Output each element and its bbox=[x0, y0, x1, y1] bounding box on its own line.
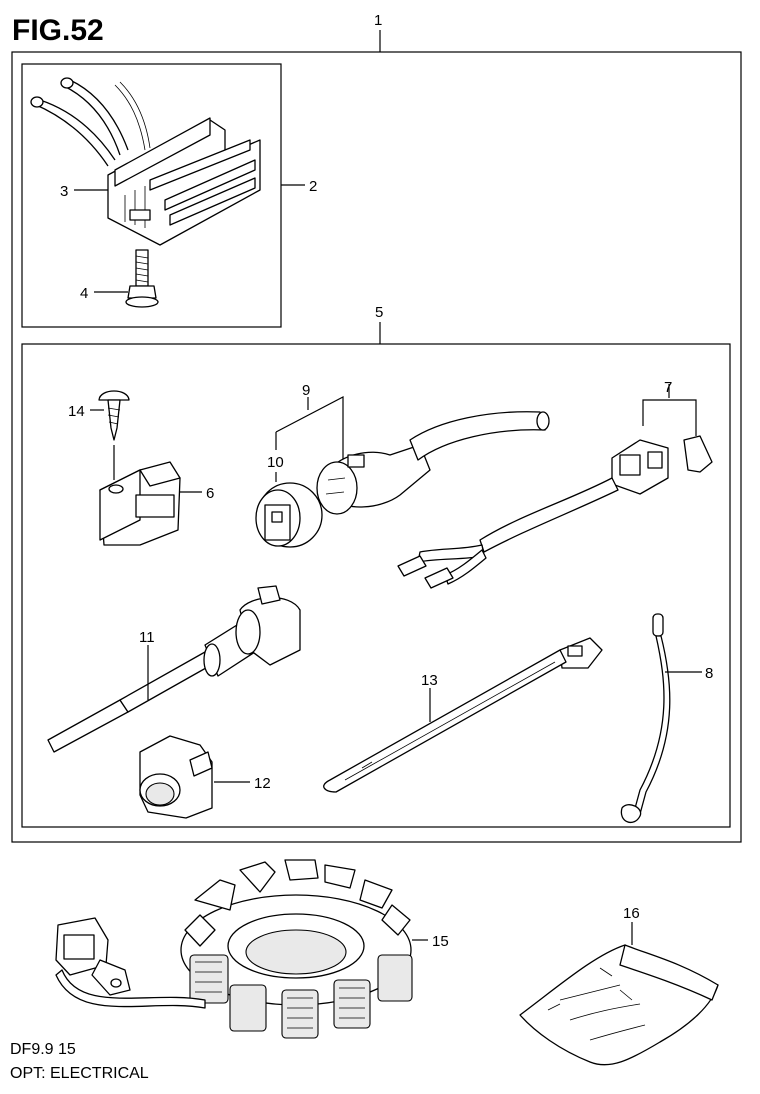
regulator-subframe bbox=[21, 63, 282, 328]
category-label: OPT: ELECTRICAL bbox=[10, 1065, 149, 1082]
connector-part-10 bbox=[255, 482, 323, 548]
callout-4: 4 bbox=[80, 285, 88, 302]
callout-15: 15 bbox=[432, 933, 449, 950]
leader-7-branch bbox=[642, 399, 697, 436]
callout-11: 11 bbox=[139, 629, 155, 646]
stator-part-15 bbox=[55, 859, 413, 1039]
assembly-frame-1 bbox=[11, 51, 742, 843]
callout-8: 8 bbox=[705, 665, 713, 682]
harness-part-7 bbox=[397, 435, 713, 589]
wire-part-11 bbox=[47, 585, 301, 753]
figure-title: FIG.52 bbox=[12, 14, 104, 47]
bag-part-16 bbox=[519, 944, 719, 1066]
screw-part-14 bbox=[98, 390, 130, 441]
callout-2: 2 bbox=[309, 178, 317, 195]
connector-part-9 bbox=[316, 411, 550, 515]
callout-12: 12 bbox=[254, 775, 271, 792]
callout-3: 3 bbox=[60, 183, 68, 200]
harness-subframe-5 bbox=[21, 343, 731, 828]
grommet-part-12 bbox=[139, 735, 213, 819]
leader-9-branch bbox=[275, 396, 344, 460]
callout-1: 1 bbox=[374, 12, 382, 29]
callout-16: 16 bbox=[623, 905, 640, 922]
cable-tie-part-13 bbox=[323, 637, 603, 793]
clamp-part-6 bbox=[99, 461, 181, 546]
callout-7: 7 bbox=[664, 379, 672, 396]
callout-6: 6 bbox=[206, 485, 214, 502]
bolt-part-4 bbox=[125, 249, 159, 308]
regulator-part bbox=[30, 77, 261, 246]
model-label: DF9.9 15 bbox=[10, 1041, 76, 1058]
callout-9: 9 bbox=[302, 382, 310, 399]
callout-5: 5 bbox=[375, 304, 383, 321]
callout-14: 14 bbox=[68, 403, 85, 420]
callout-13: 13 bbox=[421, 672, 438, 689]
ground-wire-part-8 bbox=[620, 613, 671, 824]
callout-10: 10 bbox=[267, 454, 284, 471]
